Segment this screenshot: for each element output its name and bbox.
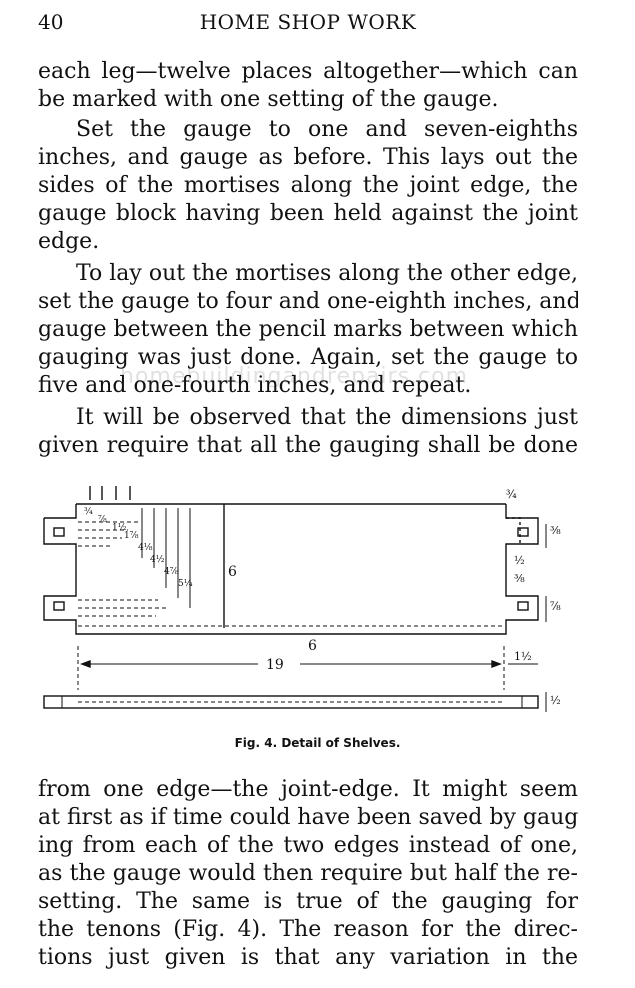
dim-label: 1½ — [514, 650, 532, 663]
text-line: the tenons (Fig. 4). The reason for the … — [38, 917, 578, 942]
text-line: ing from each of the two edges instead o… — [38, 833, 578, 858]
dim-label: 4½ — [150, 554, 165, 565]
figure-caption: Fig. 4. Detail of Shelves. — [234, 736, 401, 750]
page-number: 40 — [38, 10, 64, 34]
dim-label: ½ — [514, 554, 525, 567]
text-line: as the gauge would then require but half… — [38, 861, 578, 886]
dim-label: 1⅞ — [124, 531, 139, 541]
text-line: each leg—twelve places altogether—which … — [38, 59, 578, 84]
dim-label: ½ — [550, 694, 561, 707]
dim-label: 6 — [228, 564, 237, 580]
text-line: inches, and gauge as before. This lays o… — [38, 145, 578, 170]
text-line: To lay out the mortises along the other … — [76, 261, 578, 286]
text-line: setting. The same is true of the gauging… — [38, 889, 578, 914]
dim-label: 1½ — [112, 522, 127, 533]
text-line: from one edge—the joint-edge. It might s… — [38, 777, 578, 802]
text-line: five and one-fourth inches, and repeat. — [38, 373, 472, 398]
dim-label: ¾ — [506, 488, 517, 501]
dim-label: ¾ — [84, 506, 93, 517]
dim-label: 6 — [308, 638, 317, 654]
dim-label: ⅜ — [550, 524, 561, 537]
dim-label: ⅞ — [98, 515, 107, 525]
dim-label: 19 — [266, 657, 284, 673]
text-line: edge. — [38, 229, 100, 254]
text-line: be marked with one setting of the gauge. — [38, 87, 499, 112]
text-line: gauging was just done. Again, set the ga… — [38, 345, 578, 370]
running-title: HOME SHOP WORK — [199, 10, 417, 34]
page-header: 40 HOME SHOP WORK — [38, 10, 578, 40]
text-line: given require that all the gauging shall… — [38, 433, 578, 458]
text-line: It will be observed that the dimensions … — [76, 405, 578, 430]
text-line: tions just given is that any variation i… — [38, 945, 578, 970]
text-line: gauge between the pencil marks between w… — [38, 317, 578, 342]
text-line: set the gauge to four and one-eighth inc… — [38, 289, 578, 314]
text-line: at first as if time could have been save… — [38, 805, 578, 830]
watermark: homebuildingandrepairs.com — [120, 364, 469, 389]
dim-label: ⅜ — [514, 572, 525, 585]
dim-label: 4⅞ — [164, 567, 179, 577]
dim-label: 5¼ — [178, 578, 193, 589]
dim-label: ⅞ — [550, 600, 561, 613]
text-line: gauge block having been held against the… — [38, 201, 578, 226]
shelf-detail-drawing: 6 6 19 1½ ¾ ⅜ ½ ⅜ ⅞ ½ ¾ ⅞ 1½ 1⅞ 4⅛ 4½ 4⅞… — [43, 486, 561, 712]
text-line: Set the gauge to one and seven-eighths — [76, 117, 578, 142]
text-line: sides of the mortises along the joint ed… — [38, 173, 578, 198]
dim-label: 4⅛ — [138, 543, 153, 553]
